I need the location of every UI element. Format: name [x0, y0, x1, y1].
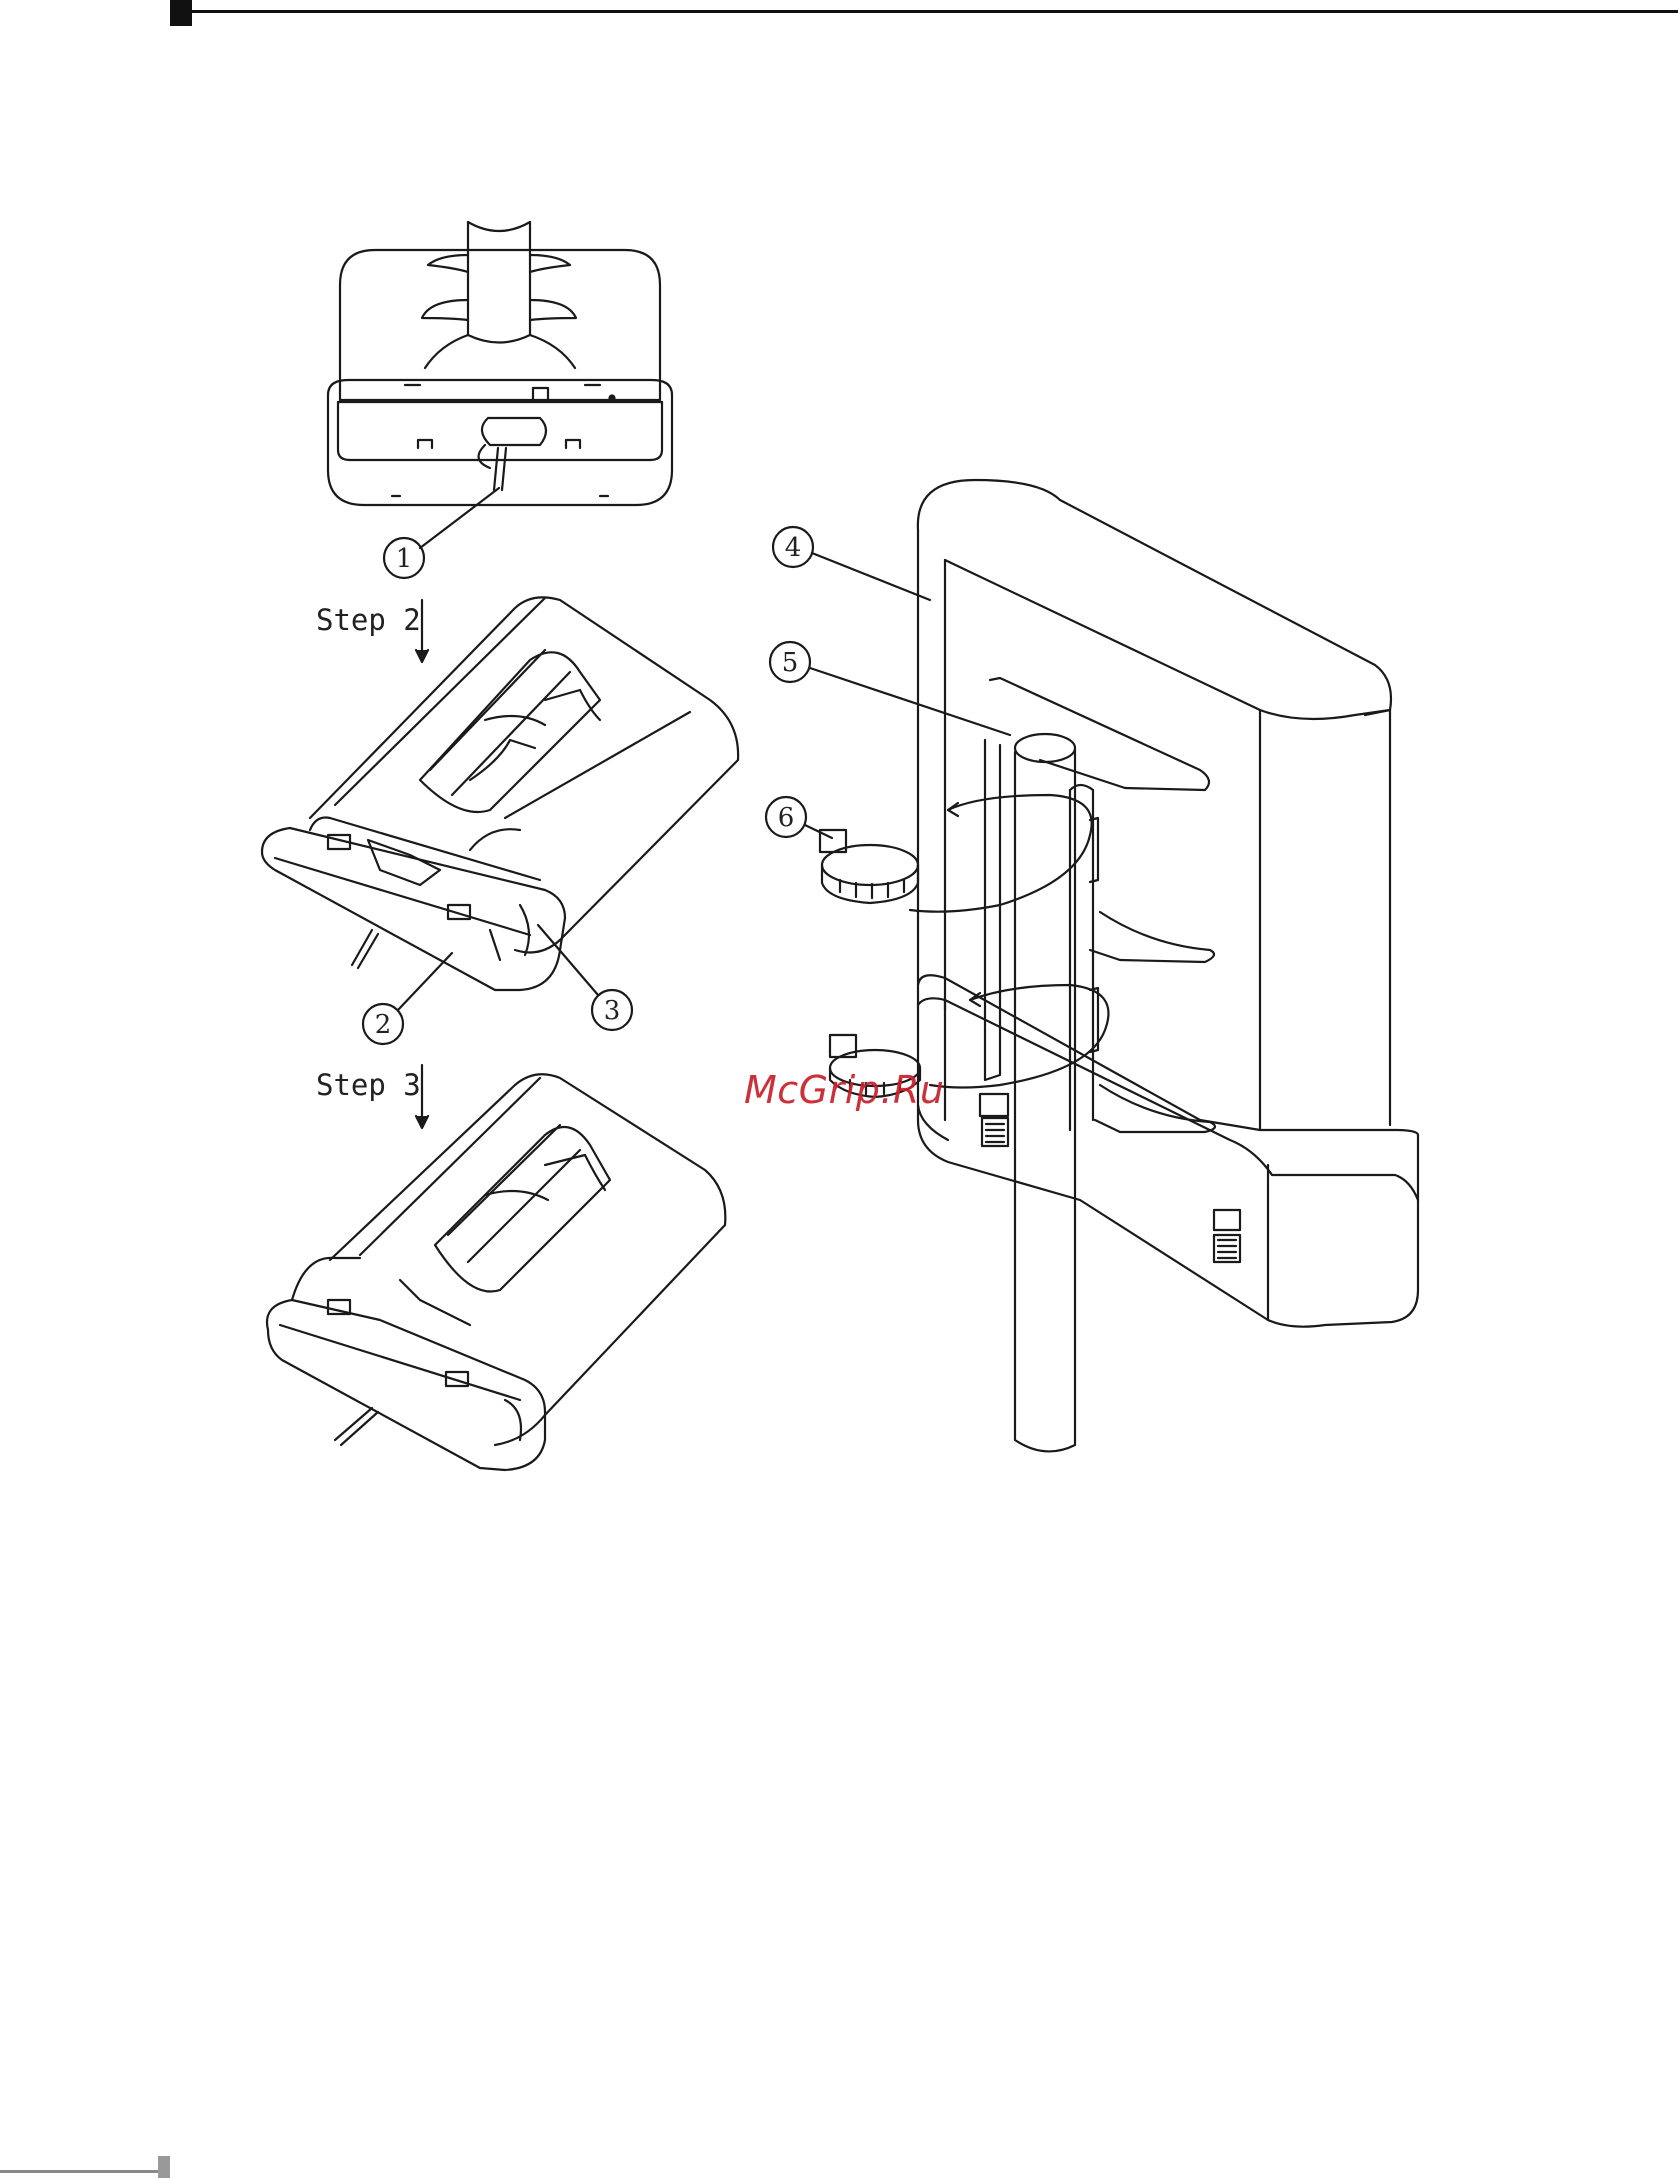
callout-4: 4 [773, 527, 813, 567]
step2-unit [262, 597, 738, 990]
callout-leader-3 [538, 925, 598, 995]
callout-6: 6 [766, 797, 806, 837]
watermark-text: McGrip.Ru [744, 1068, 945, 1112]
footer-rule [0, 2170, 158, 2173]
callout-leader-2 [398, 953, 452, 1010]
callout-leader-6 [805, 825, 832, 838]
svg-text:2: 2 [375, 1010, 392, 1040]
pole-mounted-unit [918, 480, 1418, 1327]
svg-text:6: 6 [778, 803, 795, 833]
svg-text:5: 5 [782, 648, 799, 678]
mounting-pole [1015, 734, 1075, 1451]
step-2-label: Step 2 [316, 603, 421, 637]
callout-1: 1 [384, 538, 424, 578]
callout-2: 2 [363, 1004, 403, 1044]
svg-text:1: 1 [396, 544, 413, 574]
step1-unit-open [328, 222, 672, 505]
step-3-label: Step 3 [316, 1068, 421, 1102]
callout-leader-5 [810, 668, 1010, 735]
svg-text:3: 3 [604, 996, 621, 1026]
hose-clamp-upper [820, 830, 918, 903]
callout-5: 5 [770, 642, 810, 682]
callout-3: 3 [592, 990, 632, 1030]
callout-leader-1 [420, 488, 499, 548]
svg-text:4: 4 [785, 533, 802, 563]
callout-leader-4 [812, 553, 930, 600]
footer-marker-block [158, 2156, 170, 2178]
step3-unit [267, 1074, 725, 1470]
